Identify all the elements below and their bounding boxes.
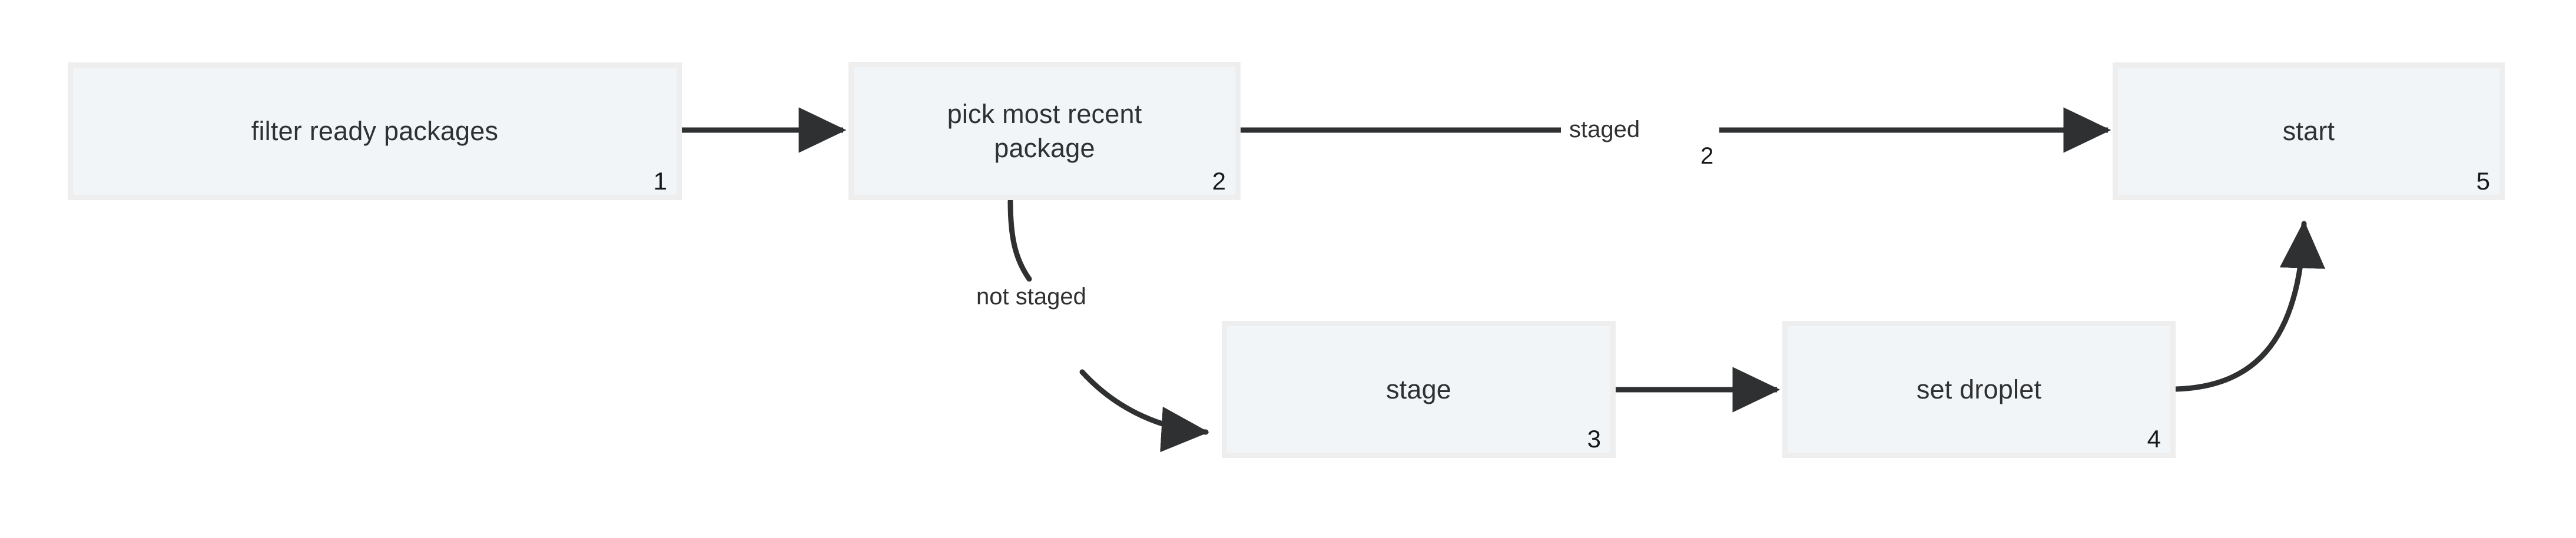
edge-pick-to-stage-not-staged (1007, 198, 1209, 453)
node-stage[interactable]: stage 3 (1222, 321, 1616, 458)
node-start[interactable]: start 5 (2113, 62, 2505, 200)
node-index: 5 (2476, 167, 2490, 195)
edge-set-droplet-to-start (2173, 220, 2326, 392)
node-set-droplet[interactable]: set droplet 4 (1782, 321, 2176, 458)
node-filter-ready-packages[interactable]: filter ready packages 1 (68, 62, 682, 200)
node-label: stage (1385, 374, 1452, 404)
node-label: set droplet (1916, 374, 2042, 404)
node-index: 3 (1587, 425, 1601, 453)
node-index: 1 (653, 167, 667, 195)
node-label: start (2282, 116, 2335, 147)
node-label: pick most recent package (947, 98, 1142, 163)
edge-index-staged: 2 (1700, 143, 1714, 169)
edge-label-not-staged: not staged (970, 283, 1092, 311)
edge-label-staged: staged (1563, 115, 1646, 144)
node-label: filter ready packages (251, 116, 499, 147)
node-index: 4 (2147, 425, 2161, 453)
node-pick-most-recent-package[interactable]: pick most recent package 2 (848, 62, 1241, 200)
node-index: 2 (1212, 167, 1226, 195)
